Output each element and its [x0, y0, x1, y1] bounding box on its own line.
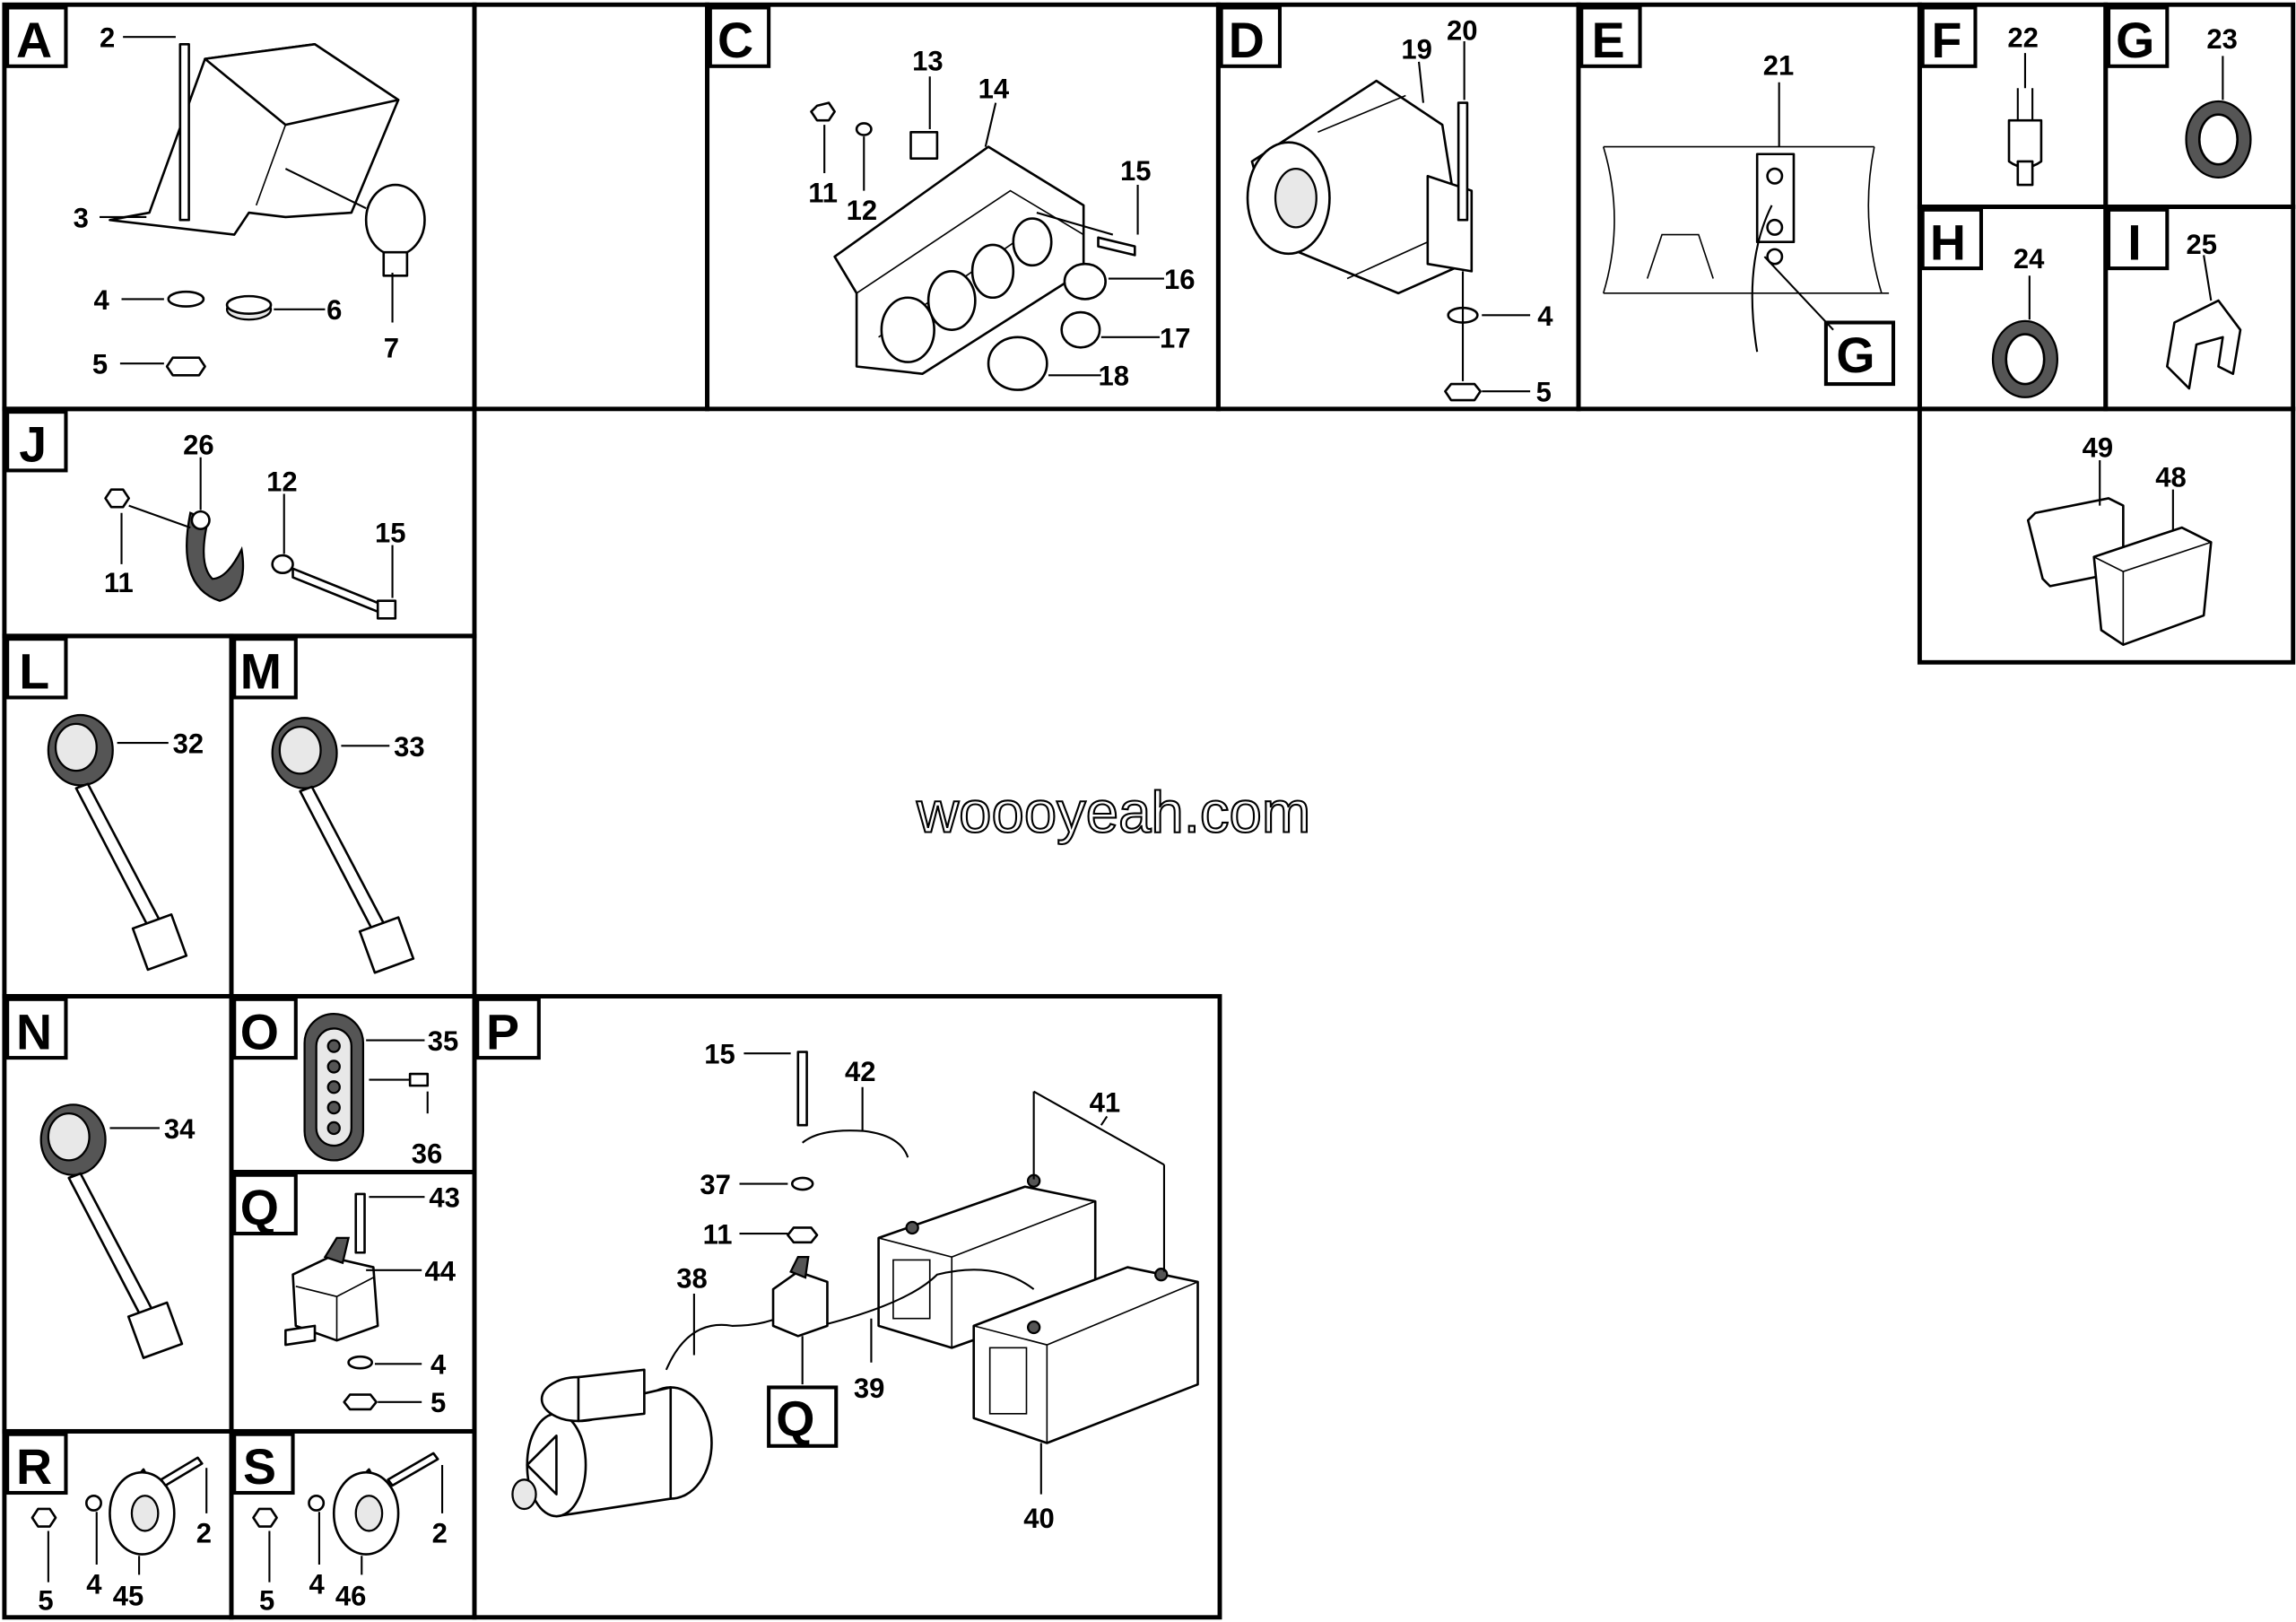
panel-a: 2 3 4 5 6 7: [74, 22, 426, 380]
panel-lmn: 32 33 34: [39, 713, 425, 1359]
callout-c-16: 16: [1164, 264, 1195, 295]
connector-33: 33: [271, 717, 425, 974]
callout-k-49: 49: [2083, 432, 2114, 464]
callout-k-48: 48: [2155, 461, 2187, 493]
callout-c-17: 17: [1160, 322, 1190, 353]
panel-c: 13 14 15 11 12 16 17 18: [808, 46, 1195, 392]
callout-f-22: 22: [2007, 22, 2038, 54]
callout-r-45: 45: [113, 1581, 144, 1612]
callout-p-38: 38: [676, 1262, 708, 1294]
ref-letter-g: G: [1836, 327, 1874, 383]
callout-r-4: 4: [86, 1569, 102, 1600]
callout-p-41: 41: [1090, 1087, 1121, 1119]
callout-c-18: 18: [1098, 361, 1129, 392]
callout-p-42: 42: [845, 1056, 875, 1087]
connector-34: 34: [39, 1103, 196, 1359]
ref-letter-q: Q: [776, 1391, 814, 1446]
callout-d-19: 19: [1401, 34, 1432, 65]
callout-j-26: 26: [183, 429, 214, 460]
panel-letter-r: R: [16, 1439, 52, 1495]
callout-s-4: 4: [309, 1569, 325, 1600]
callout-s-2: 2: [432, 1518, 448, 1549]
callout-r-5: 5: [38, 1585, 53, 1617]
callout-g-23: 23: [2206, 23, 2238, 55]
connector-32: 32: [47, 713, 204, 972]
panel-o: 35 36: [303, 1012, 459, 1170]
panel-control-box: 49 48: [2026, 432, 2213, 647]
panel-letter-q: Q: [240, 1180, 279, 1235]
panel-letters: A C D E F G H I J L M N O Q R S P G Q: [5, 5, 2170, 1495]
panel-s: 2 5 4 46: [252, 1452, 448, 1617]
panel-letter-l: L: [19, 644, 49, 700]
callout-r-2: 2: [196, 1518, 212, 1549]
callout-p-39: 39: [854, 1373, 884, 1404]
callout-p-40: 40: [1023, 1503, 1055, 1534]
callout-s-46: 46: [335, 1581, 366, 1612]
panel-j: 26 12 15 11: [104, 429, 405, 620]
panel-q: 43 44 4 5: [284, 1182, 460, 1418]
callout-a-2: 2: [100, 22, 115, 54]
callout-d-4: 4: [1537, 301, 1553, 332]
callout-c-15: 15: [1120, 155, 1152, 187]
panel-letter-e: E: [1592, 13, 1625, 68]
panel-letter-c: C: [718, 13, 753, 68]
panel-letter-m: M: [240, 644, 282, 700]
callout-a-6: 6: [326, 294, 342, 326]
callout-h-24: 24: [2013, 243, 2045, 275]
panel-letter-s: S: [243, 1439, 276, 1495]
callout-a-7: 7: [384, 333, 399, 364]
callout-c-14: 14: [978, 74, 1010, 105]
callout-e-21: 21: [1763, 50, 1795, 82]
panel-letter-h: H: [1930, 214, 1966, 270]
watermark: woooyeah.com: [916, 780, 1310, 845]
callout-q-43: 43: [429, 1182, 460, 1214]
panel-d: 20 19 4 5: [1246, 14, 1553, 408]
panel-letter-a: A: [16, 13, 52, 68]
callout-d-20: 20: [1447, 14, 1477, 46]
callout-a-5: 5: [92, 349, 108, 380]
callout-p-37: 37: [700, 1169, 731, 1200]
panel-letter-f: F: [1931, 13, 1961, 68]
callout-p-11: 11: [703, 1218, 733, 1250]
panel-letter-o: O: [240, 1004, 279, 1060]
callout-a-3: 3: [74, 202, 89, 233]
callout-q-44: 44: [424, 1255, 456, 1286]
callout-m-33: 33: [394, 731, 425, 763]
callout-j-15: 15: [375, 517, 405, 548]
panel-letter-g: G: [2116, 13, 2154, 68]
panel-p: 15 42 41 37 11 38 39 40: [511, 1039, 1199, 1534]
callout-l-32: 32: [173, 728, 204, 760]
callout-q-4: 4: [430, 1349, 447, 1381]
callout-c-12: 12: [847, 195, 877, 226]
panel-letter-j: J: [19, 417, 47, 473]
panels-fghi: 22 23 24 25: [1991, 22, 2252, 398]
callout-a-4: 4: [93, 284, 109, 316]
callout-c-11: 11: [808, 178, 838, 209]
panel-letter-d: D: [1229, 13, 1265, 68]
callout-o-35: 35: [428, 1025, 459, 1057]
callout-p-15: 15: [704, 1039, 735, 1070]
callout-j-11: 11: [104, 567, 134, 598]
callout-c-13: 13: [912, 46, 943, 77]
callout-j-12: 12: [266, 466, 298, 497]
panel-letter-i: I: [2127, 214, 2141, 270]
panel-e: 21: [1602, 50, 1890, 353]
panel-letter-n: N: [16, 1004, 52, 1060]
panel-r: 2 5 4 45: [30, 1456, 212, 1617]
callout-q-5: 5: [430, 1387, 446, 1418]
callout-d-5: 5: [1536, 377, 1552, 408]
callout-n-34: 34: [164, 1113, 196, 1145]
callout-i-25: 25: [2187, 229, 2218, 260]
panel-letter-p: P: [486, 1004, 519, 1060]
callout-o-36: 36: [412, 1138, 443, 1170]
callout-s-5: 5: [259, 1585, 274, 1617]
